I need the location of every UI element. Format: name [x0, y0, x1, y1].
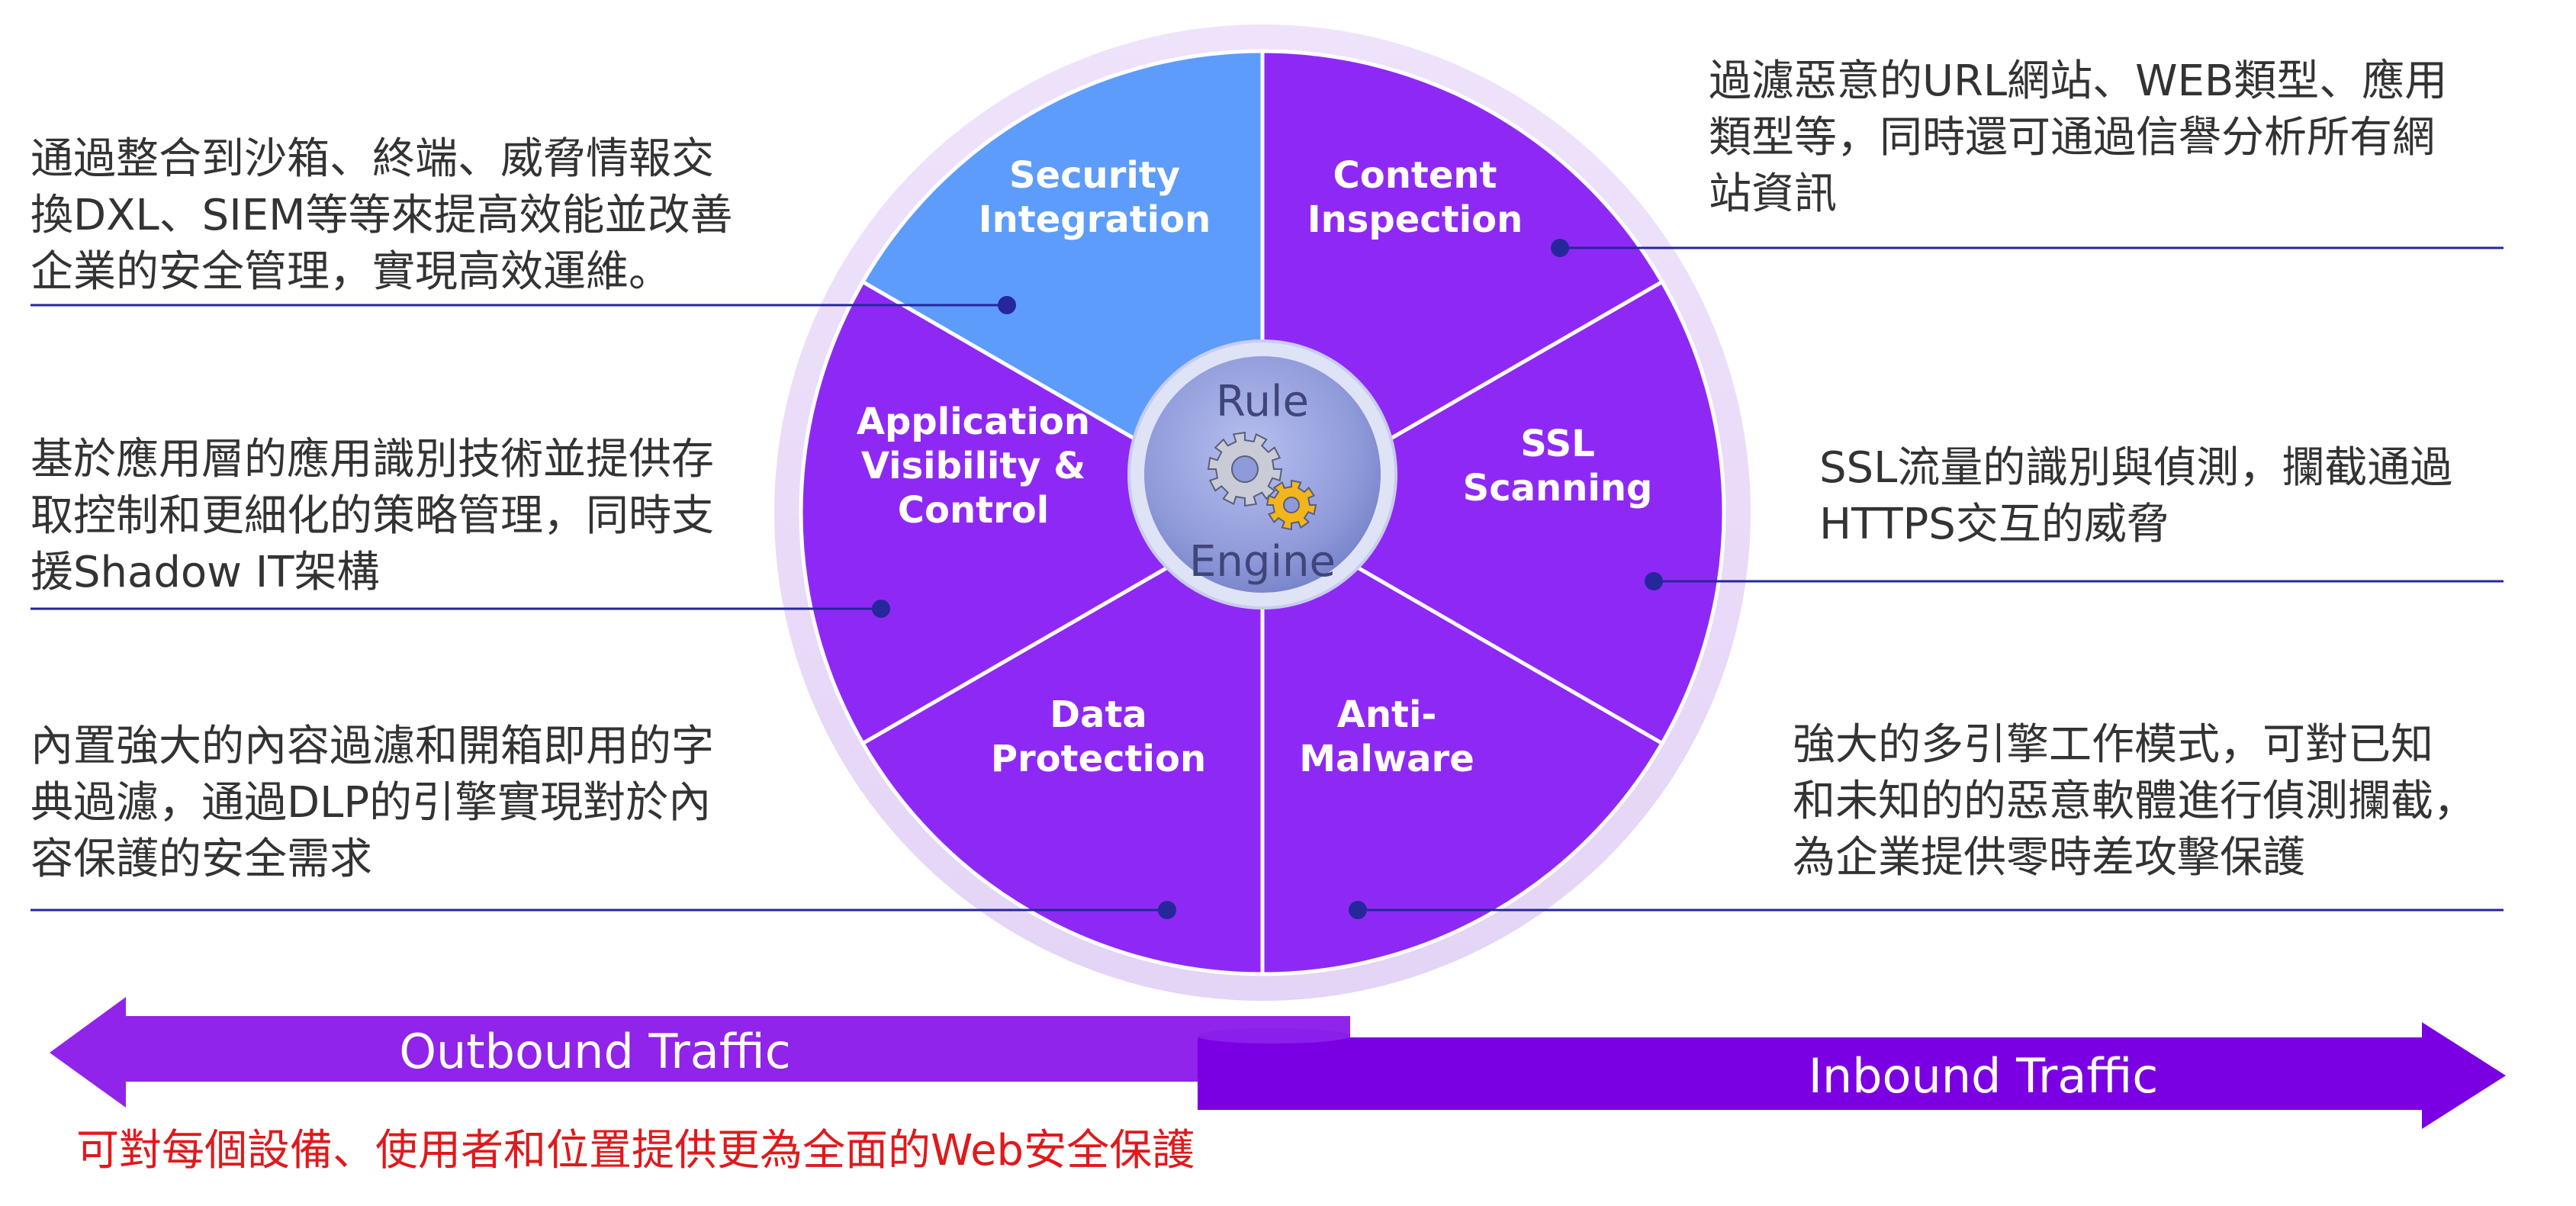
segment-label-line: Protection	[991, 738, 1206, 780]
segment-label-line: Inspection	[1307, 198, 1523, 241]
inbound-traffic-label: Inbound Traffic	[1809, 1048, 2159, 1104]
leader-dot-antimalware	[1349, 901, 1367, 919]
segment-label-line: Malware	[1299, 738, 1475, 780]
rule-engine-hub: Rule Engine	[1127, 339, 1397, 609]
segment-label-line: Application	[857, 400, 1090, 443]
segment-label-line: Integration	[979, 198, 1211, 241]
segment-ssl	[1258, 279, 1726, 746]
segment-antimalware	[1260, 509, 1665, 976]
engine-label-line2: Engine	[1189, 537, 1336, 587]
outbound-traffic-arrow: Outbound Traffic	[50, 997, 1350, 1108]
data-protection-description: 內置強大的內容過濾和開箱即用的字 典過濾，通過DLP的引擎實現對於內 容保護的安…	[31, 722, 714, 884]
leader-dot-content	[1551, 239, 1569, 257]
anti-malware-description: 強大的多引擎工作模式，可對已知 和未知的的惡意軟體進行偵測攔截， 為企業提供零時…	[1793, 720, 2476, 883]
leader-dot-dataprotection	[1158, 901, 1176, 919]
segment-label-antimalware: Anti-Malware	[1299, 693, 1475, 780]
engine-label-line1: Rule	[1216, 377, 1309, 426]
leader-dot-security	[998, 296, 1016, 314]
segment-label-line: Anti-	[1337, 693, 1437, 736]
segment-label-line: Scanning	[1463, 467, 1653, 510]
segment-label-line: Visibility &	[861, 445, 1085, 487]
segment-label-line: SSL	[1520, 423, 1595, 465]
segment-dataprotection	[860, 509, 1265, 976]
footer-tagline: 可對每個設備、使用者和位置提供更為全面的Web安全保護	[76, 1126, 1195, 1175]
segment-appvisibility	[799, 279, 1267, 746]
segment-label-line: Data	[1050, 693, 1147, 736]
content-inspection-description: 過濾惡意的URL網站、WEB類型、應用 類型等，同時還可通過信譽分析所有網 站資…	[1709, 56, 2448, 219]
segment-label-line: Content	[1333, 154, 1497, 197]
gears-icon	[1207, 431, 1317, 531]
outbound-traffic-label: Outbound Traffic	[399, 1024, 791, 1079]
inbound-traffic-arrow: Inbound Traffic	[1198, 1022, 2506, 1129]
application-visibility-description: 基於應用層的應用識別技術並提供存 取控制和更細化的策略管理，同時支 援Shado…	[31, 435, 714, 597]
leader-lines	[31, 239, 2504, 919]
security-integration-description: 通過整合到沙箱、終端、威脅情報交 換DXL、SIEM等等來提高效能並改善 企業的…	[31, 134, 733, 297]
ssl-scanning-description: SSL流量的識別與偵測，攔截通過 HTTPS交互的威脅	[1819, 443, 2453, 549]
segment-label-line: Control	[898, 489, 1049, 532]
leader-dot-ssl	[1645, 572, 1663, 590]
leader-dot-appvisibility	[872, 600, 890, 618]
segment-label-line: Security	[1009, 154, 1180, 197]
